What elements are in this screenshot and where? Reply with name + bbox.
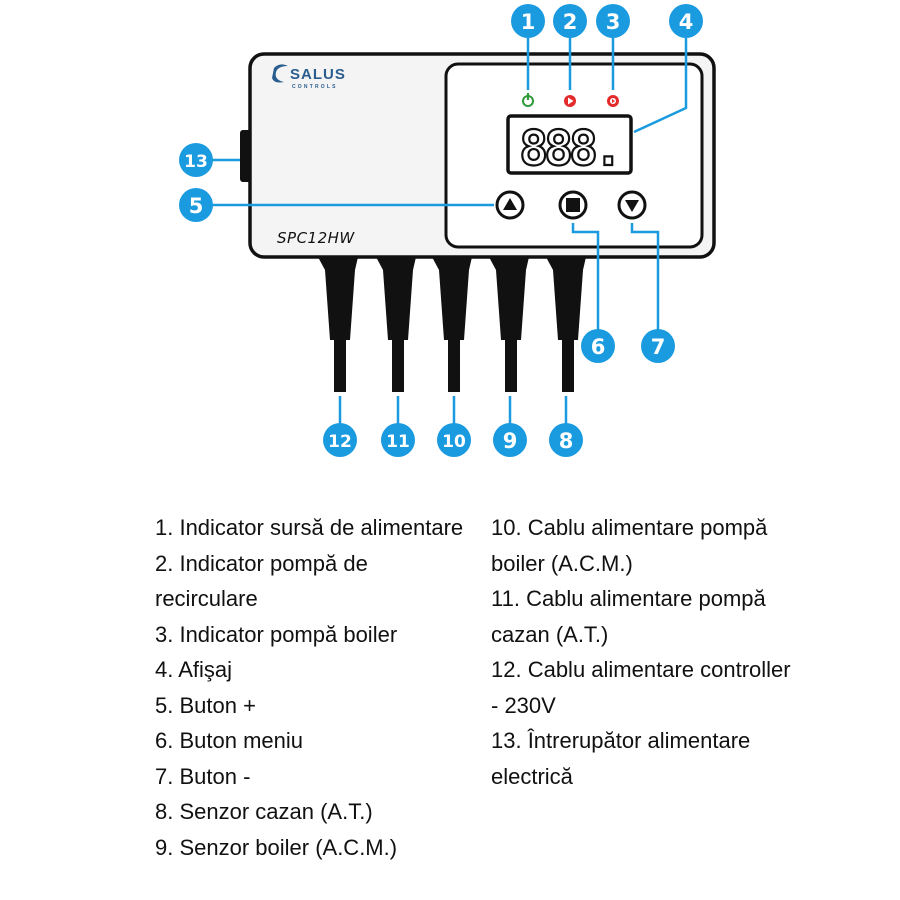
callout-9: 9 [493, 423, 527, 457]
triangle-down-icon [625, 200, 639, 212]
pump-boiler-icon [607, 95, 619, 107]
triangle-up-icon [503, 198, 517, 210]
svg-text:8: 8 [559, 429, 574, 453]
power-icon [522, 93, 534, 107]
svg-text:6: 6 [591, 335, 606, 359]
legend-item: 7. Buton - [155, 763, 251, 789]
brand-subtitle: CONTROLS [292, 84, 338, 90]
legend-right-column: 10. Cablu alimentare pompă boiler (A.C.M… [491, 510, 791, 794]
callout-6: 6 [581, 329, 615, 363]
model-name: SPC12HW [277, 229, 355, 247]
play-icon [564, 95, 576, 107]
svg-text:1: 1 [521, 10, 536, 34]
svg-text:12: 12 [328, 432, 352, 452]
callout-8: 8 [549, 423, 583, 457]
callout-2: 2 [553, 4, 587, 38]
callout-5: 5 [179, 188, 213, 222]
salus-logo: SALUS CONTROLS [272, 64, 346, 90]
cable-9 [489, 257, 529, 392]
brand-name: SALUS [290, 66, 346, 83]
svg-text:7: 7 [651, 335, 666, 359]
plus-button[interactable] [495, 190, 525, 220]
legend-item: 3. Indicator pompă boiler [155, 621, 398, 647]
cable-10 [432, 257, 472, 392]
callout-11: 11 [381, 423, 415, 457]
legend-item: 11. Cablu alimentare pompă cazan (A.T.) [491, 586, 766, 647]
square-stop-icon [566, 198, 580, 212]
cable-glands [318, 257, 586, 392]
callout-1: 1 [511, 4, 545, 38]
legend-item: 10. Cablu alimentare pompă boiler (A.C.M… [491, 515, 768, 576]
menu-button[interactable] [558, 190, 588, 220]
svg-text:4: 4 [679, 10, 694, 34]
minus-button[interactable] [617, 190, 647, 220]
svg-text:9: 9 [503, 429, 518, 453]
legend-left-column: 1. Indicator sursă de alimentare 2. Indi… [155, 510, 470, 865]
svg-text:2: 2 [563, 10, 578, 34]
legend-item: 12. Cablu alimentare controller - 230V [491, 657, 791, 718]
legend-item: 2. Indicator pompă de recirculare [155, 550, 368, 612]
callout-7: 7 [641, 329, 675, 363]
callout-13: 13 [179, 143, 213, 177]
legend-item: 9. Senzor boiler (A.C.M.) [155, 834, 398, 860]
callout-4: 4 [669, 4, 703, 38]
leader-lines [205, 35, 688, 424]
callout-3: 3 [596, 4, 630, 38]
legend-item: 1. Indicator sursă de alimentare [155, 515, 464, 540]
callout-12: 12 [323, 423, 357, 457]
svg-text:10: 10 [442, 432, 466, 452]
svg-text:11: 11 [386, 432, 410, 452]
legend-item: 4. Afişaj [155, 657, 233, 682]
legend-item: 13. Întrerupător alimentare electrică [491, 728, 751, 789]
svg-text:13: 13 [184, 152, 208, 172]
display-digits: 888. [519, 121, 619, 177]
display-screen [506, 114, 633, 175]
legend-item: 8. Senzor cazan (A.T.) [155, 799, 373, 824]
callout-10: 10 [437, 423, 471, 457]
cable-8 [546, 257, 586, 392]
cable-12 [318, 257, 358, 392]
legend-item: 6. Buton meniu [155, 728, 303, 753]
legend-item: 5. Buton + [155, 692, 256, 718]
svg-text:5: 5 [189, 194, 204, 218]
logo-swirl-icon [272, 64, 288, 83]
cable-11 [376, 257, 416, 392]
svg-text:3: 3 [606, 10, 621, 34]
